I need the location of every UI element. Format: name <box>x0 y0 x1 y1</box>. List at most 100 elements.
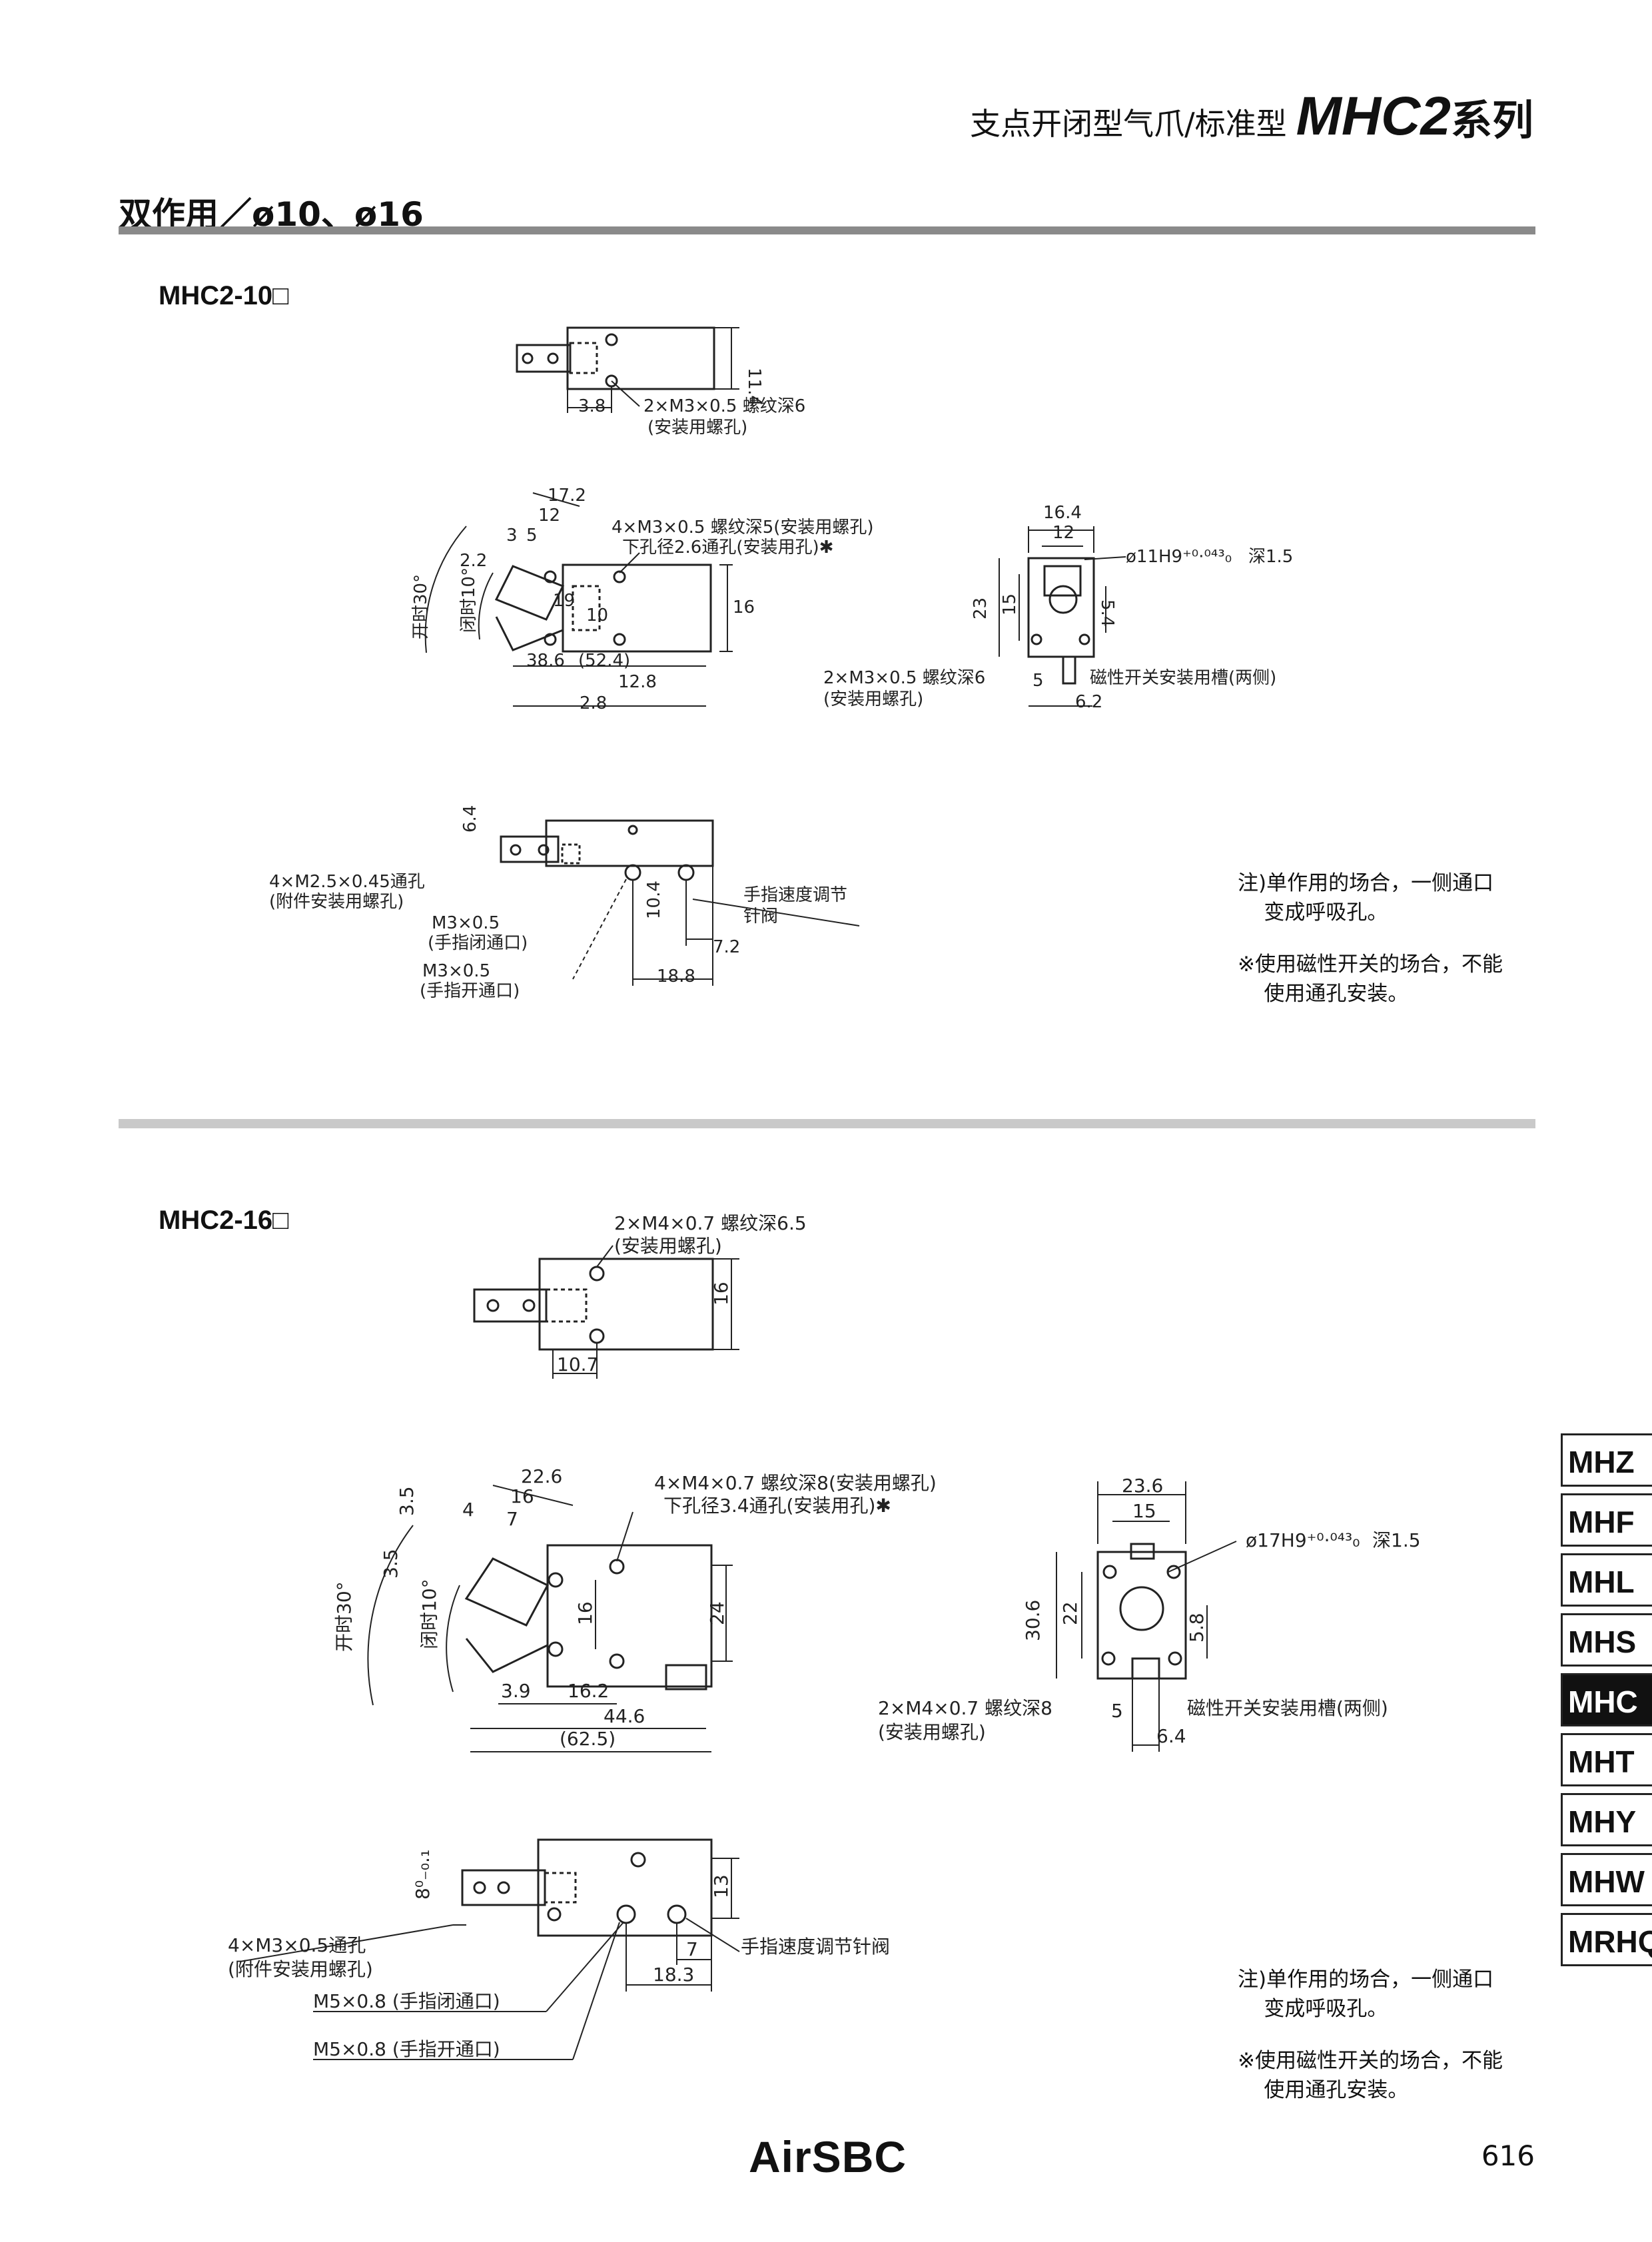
dim: 23.6 <box>1122 1475 1163 1497</box>
dim: 6.2 <box>1075 692 1102 712</box>
callout: 4×M3×0.5 螺纹深5(安装用螺孔) <box>612 518 874 538</box>
angle-open: 开时30° <box>333 1581 355 1652</box>
dim: 5 <box>526 526 538 546</box>
port-close-sub: (手指闭通口) <box>428 933 528 953</box>
dim: 44.6 <box>604 1705 645 1727</box>
dim: 7 <box>686 1938 698 1960</box>
dim: 5.8 <box>1186 1613 1208 1643</box>
dim: 7.2 <box>713 937 740 957</box>
dim: 30.6 <box>1022 1600 1044 1641</box>
dim: 12.8 <box>618 672 657 692</box>
dim: 13 <box>710 1874 732 1898</box>
tab-mhl[interactable]: MHL <box>1561 1553 1652 1607</box>
angle-closed: 闭时10° <box>459 567 479 633</box>
dim: 24 <box>706 1601 728 1625</box>
dim: 4 <box>462 1499 474 1521</box>
dim: 38.6 <box>526 651 565 671</box>
tab-mhw[interactable]: MHW <box>1561 1853 1652 1906</box>
port-close: M5×0.8 (手指闭通口) <box>313 1990 500 2012</box>
dim: 7 <box>506 1508 518 1530</box>
dim: 23 <box>971 597 991 619</box>
mount-label: 4×M3×0.5通孔 <box>228 1934 366 1956</box>
callout-sub: (安装用螺孔) <box>878 1721 986 1743</box>
tab-mht[interactable]: MHT <box>1561 1733 1652 1786</box>
callout-sub: (安装用螺孔) <box>823 689 923 709</box>
callout-sub: (安装用螺孔) <box>614 1235 722 1257</box>
dim: 19 <box>553 591 575 611</box>
dim: 15 <box>1132 1500 1156 1522</box>
dim: 16 <box>733 597 755 617</box>
tab-mhf[interactable]: MHF <box>1561 1493 1652 1547</box>
callout: 下孔径2.6通孔(安装用孔)✱ <box>622 538 833 558</box>
mhc2-10-side-view <box>999 526 1126 707</box>
section-rule <box>119 226 1535 234</box>
dim: 10 <box>586 605 608 625</box>
slot-label: 磁性开关安装用槽(两侧) <box>1090 668 1276 688</box>
tab-mhy[interactable]: MHY <box>1561 1793 1652 1846</box>
mhc2-10-top-view <box>516 326 739 413</box>
port-open: M5×0.8 (手指开通口) <box>313 2038 500 2060</box>
dim: 2.8 <box>580 693 607 713</box>
mhc2-10-front-view <box>424 492 733 707</box>
callout: 2×M4×0.7 螺纹深8 <box>878 1697 1052 1719</box>
dim: 3 <box>506 526 518 546</box>
mhc2-16-top-view <box>473 1245 739 1379</box>
dim: 3.9 <box>501 1680 531 1702</box>
bore: ø11H9⁺⁰·⁰⁴³₀ <box>1126 547 1232 567</box>
dim: 2.2 <box>460 551 487 571</box>
angle-closed: 闭时10° <box>418 1579 440 1649</box>
dim: 16 <box>574 1601 596 1625</box>
dim: 22 <box>1059 1601 1081 1625</box>
dim: 16.4 <box>1043 503 1082 523</box>
note-single-acting-10: 注)单作用的场合，一侧通口 变成呼吸孔。 <box>1238 871 1494 925</box>
dim: 11.4 <box>744 368 764 406</box>
bore-depth: 深1.5 <box>1372 1529 1421 1551</box>
port-open: M3×0.5 <box>422 961 490 981</box>
dim: 10.7 <box>557 1353 598 1375</box>
dim: 22.6 <box>521 1465 562 1487</box>
dim: 12 <box>1052 523 1074 543</box>
mhc2-10-bottom-view <box>500 819 860 986</box>
dim: 12 <box>538 506 560 526</box>
callout: 2×M3×0.5 螺纹深6 <box>823 668 985 688</box>
dim: (52.4) <box>578 651 630 671</box>
model-16-label: MHC2-16□ <box>159 1206 289 1235</box>
dim: 17.2 <box>548 486 586 506</box>
valve-label: 手指速度调节 <box>743 885 847 905</box>
tab-mhc[interactable]: MHC <box>1561 1673 1652 1726</box>
dim: 18.3 <box>653 1964 694 1986</box>
model-divider <box>119 1119 1535 1128</box>
dim: 3.5 <box>380 1549 402 1579</box>
brand-logo: AirSBC <box>749 2132 907 2181</box>
slot-label: 磁性开关安装用槽(两侧) <box>1187 1697 1388 1719</box>
dim: 18.8 <box>657 966 695 986</box>
header-category: 支点开闭型气爪/标准型 <box>970 106 1287 142</box>
port-close: M3×0.5 <box>432 913 500 933</box>
dim: 5.4 <box>1097 599 1117 627</box>
port-open-sub: (手指开通口) <box>420 981 520 1001</box>
bore: ø17H9⁺⁰·⁰⁴³₀ <box>1246 1529 1360 1551</box>
callout: 2×M3×0.5 螺纹深6 <box>643 396 805 416</box>
mhc2-16-side-view <box>1056 1481 1237 1752</box>
tab-mrhq[interactable]: MRHQ <box>1561 1913 1652 1966</box>
page-number: 616 <box>1481 2139 1535 2172</box>
note-single-acting-16: 注)单作用的场合，一侧通口 变成呼吸孔。 <box>1238 1968 1494 2021</box>
valve-label: 手指速度调节针阀 <box>741 1936 890 1958</box>
dim: 3.8 <box>578 396 606 416</box>
valve-sub: 针阀 <box>743 907 778 927</box>
mount-sub: (附件安装用螺孔) <box>269 892 404 912</box>
dim: 10.4 <box>644 881 664 919</box>
dim: 8⁰₋₀.₁ <box>412 1850 434 1900</box>
tab-mhs[interactable]: MHS <box>1561 1613 1652 1667</box>
dim: 16 <box>510 1485 534 1507</box>
note-magnetic-switch-16: ※使用磁性开关的场合，不能 使用通孔安装。 <box>1238 2049 1503 2102</box>
dim: 5 <box>1032 671 1044 691</box>
series-tab-list: MHZ MHF MHL MHS MHC MHT MHY MHW MRHQ <box>1561 1433 1652 1973</box>
tab-mhz[interactable]: MHZ <box>1561 1433 1652 1487</box>
dim: 6.4 <box>460 805 480 833</box>
mount-sub: (附件安装用螺孔) <box>228 1958 373 1980</box>
model-10-label: MHC2-10□ <box>159 281 289 310</box>
dim: (62.5) <box>560 1728 616 1750</box>
